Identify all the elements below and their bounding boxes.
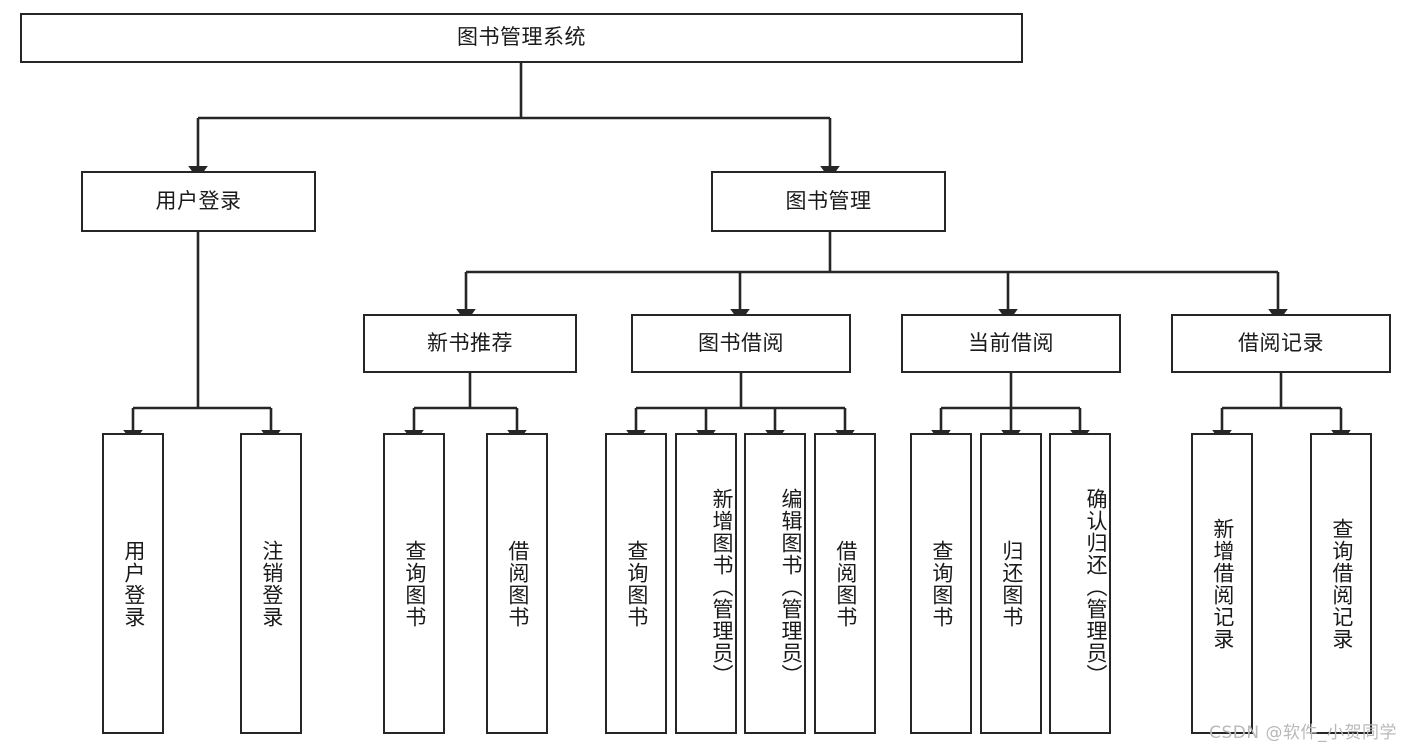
- leaf-user-login-login[interactable]: 用户登录: [102, 433, 164, 734]
- csdn-watermark: CSDN @软件_小贺同学: [1209, 723, 1397, 743]
- leaf-current-borrow-return[interactable]: 归还图书: [980, 433, 1042, 734]
- leaf-book-borrow-borrow[interactable]: 借阅图书: [814, 433, 876, 734]
- leaf-current-borrow-confirm-return[interactable]: 确认归还（管理员）: [1049, 433, 1111, 734]
- leaf-new-book-borrow[interactable]: 借阅图书: [486, 433, 548, 734]
- node-current-borrow[interactable]: 当前借阅: [901, 314, 1121, 373]
- leaf-book-borrow-edit[interactable]: 编辑图书（管理员）: [744, 433, 806, 734]
- leaf-new-book-query[interactable]: 查询图书: [383, 433, 445, 734]
- node-borrow-record[interactable]: 借阅记录: [1171, 314, 1391, 373]
- node-new-book-recommend[interactable]: 新书推荐: [363, 314, 577, 373]
- leaf-current-borrow-query[interactable]: 查询图书: [910, 433, 972, 734]
- leaf-borrow-record-query[interactable]: 查询借阅记录: [1310, 433, 1372, 734]
- leaf-book-borrow-add[interactable]: 新增图书（管理员）: [675, 433, 737, 734]
- node-root-system[interactable]: 图书管理系统: [20, 13, 1023, 63]
- leaf-book-borrow-query[interactable]: 查询图书: [605, 433, 667, 734]
- node-book-borrow[interactable]: 图书借阅: [631, 314, 851, 373]
- leaf-user-login-logout[interactable]: 注销登录: [240, 433, 302, 734]
- leaf-borrow-record-add[interactable]: 新增借阅记录: [1191, 433, 1253, 734]
- node-book-management[interactable]: 图书管理: [711, 171, 946, 232]
- node-user-login[interactable]: 用户登录: [81, 171, 316, 232]
